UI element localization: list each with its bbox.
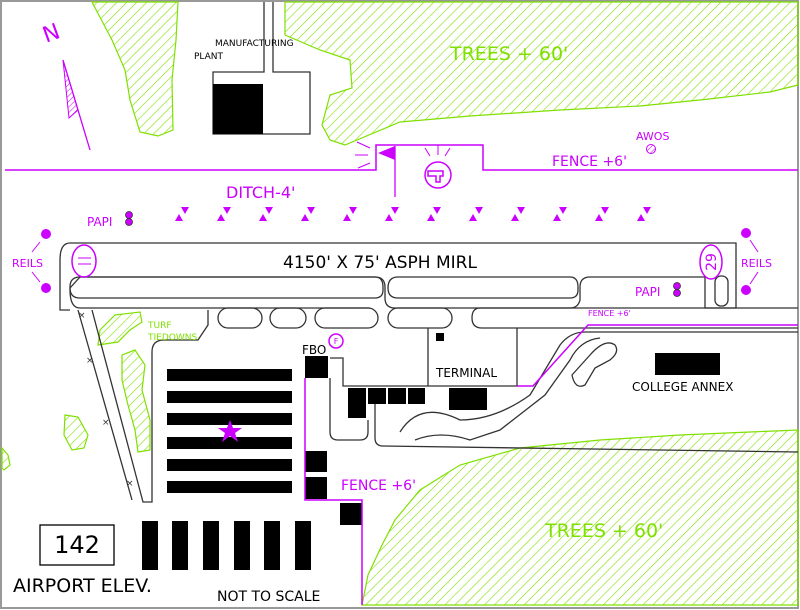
hangar-rows (167, 369, 292, 493)
t-hangars (142, 521, 311, 570)
trees-area-north-west (91, 1, 179, 137)
ditch-marker-icon (259, 207, 273, 221)
svg-text:×: × (102, 418, 110, 428)
ditch-marker-icon (217, 207, 231, 221)
fence-south (304, 378, 363, 605)
papi-east-label: PAPI (635, 285, 660, 299)
ditch-label: DITCH-4' (226, 183, 295, 202)
manufacturing-plant: MANUFACTURING PLANT (194, 2, 311, 135)
trees-area-north (284, 1, 799, 146)
runway-label: 4150' X 75' ASPH MIRL (283, 253, 477, 273)
ditch-marker-icon (301, 207, 315, 221)
papi-west-label: PAPI (87, 215, 112, 229)
svg-text:×: × (126, 479, 134, 489)
access-roads (329, 331, 799, 453)
fence-north (5, 144, 798, 171)
manufacturing-label: MANUFACTURING (215, 39, 294, 49)
ditch-marker-icon (511, 207, 525, 221)
terminal-building (330, 328, 518, 387)
reils-east-label: REILS (741, 257, 772, 270)
ditch-marker-icon (385, 207, 399, 221)
svg-text:×: × (78, 311, 86, 321)
elevation-box (39, 524, 115, 566)
runway-end-east-label: 29 (704, 253, 720, 271)
runway: 4150' X 75' ASPH MIRL 29 (59, 242, 737, 311)
ditch-markers (175, 207, 651, 221)
reils-west-icon (31, 229, 51, 293)
papi-west-icon (125, 211, 133, 226)
fence-south-label: FENCE +6' (341, 478, 416, 494)
awos-icon (646, 144, 656, 154)
fence-taxiway-label: FENCE +6' (588, 309, 631, 318)
wind-tee-icon (424, 145, 452, 189)
trees-clump-3 (63, 414, 89, 451)
reils-west-label: REILS (12, 257, 43, 270)
ditch-marker-icon (553, 207, 567, 221)
scale-note: NOT TO SCALE (217, 589, 320, 605)
fbo-buildings (305, 356, 362, 525)
reils-east-icon (741, 228, 759, 295)
college-annex-building (655, 353, 720, 375)
trees-clump-4 (1, 446, 11, 471)
elevation-value: 142 (54, 531, 100, 559)
fuel-icon (328, 333, 344, 349)
plant-label: PLANT (194, 52, 224, 62)
fence-terminal (517, 324, 798, 387)
turf-label: TURF (147, 321, 172, 331)
ditch-marker-icon (469, 207, 483, 221)
awos-label: AWOS (636, 130, 669, 143)
ditch-marker-icon (175, 207, 189, 221)
fbo-label: FBO (302, 343, 326, 357)
ditch-marker-icon (637, 207, 651, 221)
svg-text:×: × (86, 356, 94, 366)
ditch-marker-icon (343, 207, 357, 221)
fence-north-label: FENCE +6' (552, 154, 627, 170)
college-annex-label: COLLEGE ANNEX (632, 380, 733, 394)
fuel-label: F (334, 337, 339, 346)
trees-clump-2 (121, 349, 151, 453)
elevation-label: AIRPORT ELEV. (13, 575, 152, 597)
airport-location-star-icon (218, 420, 242, 442)
papi-east-icon (673, 282, 681, 297)
trees-north-label: TREES + 60' (449, 43, 568, 65)
ditch-marker-icon (595, 207, 609, 221)
west-apron: × × × × (77, 309, 209, 503)
terminal-blocks (348, 388, 487, 418)
terminal-label: TERMINAL (435, 366, 497, 380)
ditch-marker-icon (427, 207, 441, 221)
beacon-icon (355, 141, 396, 197)
taxiway-connectors (217, 307, 798, 329)
runway-end-west-marker (71, 244, 97, 278)
runway-end-east-marker (699, 244, 723, 280)
runway-end-west-icon (78, 257, 91, 265)
tiedowns-label: TIEDOWNS (147, 333, 197, 343)
trees-south-label: TREES + 60' (544, 520, 663, 542)
